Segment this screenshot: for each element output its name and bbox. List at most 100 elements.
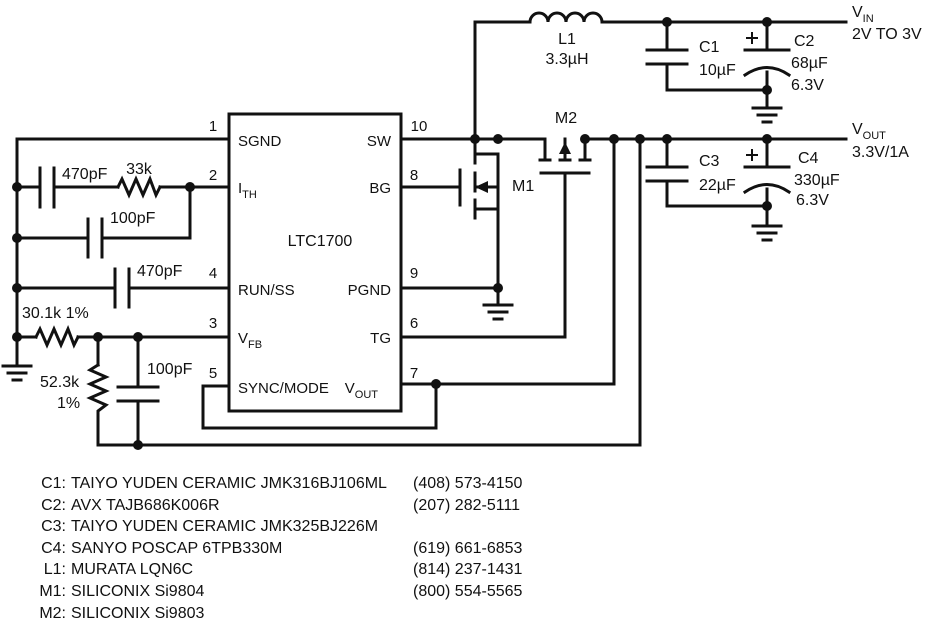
bom-row: M1: SILICONIX Si9804 (800) 554-5565 [34, 581, 522, 603]
bom-phone: (207) 282-5111 [413, 496, 521, 514]
vout-label-sub: OUT [863, 130, 887, 142]
cap-run-470pf [113, 267, 131, 309]
res-ith-33k [115, 175, 163, 199]
junction-dot [470, 134, 480, 144]
cap-run-470pf-value: 470pF [137, 263, 183, 280]
bom-phone: (814) 237-1431 [413, 561, 523, 579]
ground-left [1, 364, 33, 382]
bom-desc: SILICONIX Si9804 [71, 582, 205, 600]
bom-list: C1:TAIYO YUDEN CERAMIC JMK316BJ106ML(408… [34, 473, 522, 624]
inductor-l1-ref: L1 [558, 31, 576, 48]
pin-tg-label: TG [370, 330, 391, 347]
mosfet-m1-ref: M1 [512, 178, 534, 195]
pin-ith-sub: TH [242, 189, 257, 201]
bom-phone: (800) 554-5565 [413, 582, 523, 600]
junction-dot [762, 85, 772, 95]
res-fb-bottom-tol: 1% [57, 395, 80, 412]
mosfet-m2-ref: M2 [555, 110, 577, 127]
res-fb-top [33, 325, 81, 349]
bom-ref: C1: [41, 475, 66, 492]
bom-ref: M1: [39, 582, 66, 600]
junction-dot [133, 332, 143, 342]
junction-dot [609, 134, 619, 144]
cap-fb-100pf [116, 385, 160, 403]
cap-fb-100pf-value: 100pF [147, 361, 193, 378]
vin-label-sub: IN [863, 13, 874, 25]
bom-row: C2: AVX TAJB686K006R (207) 282-5111 [34, 495, 522, 517]
pin-vfb-main: V [238, 330, 248, 347]
res-fb-bottom [86, 362, 110, 417]
junction-dot [93, 332, 103, 342]
pin-7-number: 7 [410, 365, 418, 382]
cap-c4 [742, 149, 792, 195]
pin-2-number: 2 [209, 167, 217, 184]
res-ith-33k-value: 33k [126, 161, 153, 178]
cap-c2-ref: C2 [794, 33, 815, 50]
junction-dot [12, 283, 22, 293]
cap-c4-ref: C4 [798, 150, 819, 167]
junction-dot [762, 201, 772, 211]
bom-desc: TAIYO YUDEN CERAMIC JMK325BJ226M [71, 518, 379, 536]
junction-dot [493, 283, 503, 293]
bom-desc: MURATA LQN6C [71, 561, 194, 579]
pin-10-number: 10 [411, 118, 428, 135]
ground-c2 [751, 106, 783, 124]
cap-ith-100pf-value: 100pF [110, 210, 156, 227]
pin-sw-label: SW [367, 133, 392, 150]
bom-ref: C4: [41, 539, 66, 557]
pin-6-number: 6 [410, 315, 418, 332]
pin-ith-main: I [238, 180, 242, 197]
junction-dot [635, 134, 645, 144]
pin-sync-label: SYNC/MODE [238, 380, 329, 397]
pin-pgnd-label: PGND [348, 282, 392, 299]
junction-dot [662, 17, 672, 27]
cap-c4-rating: 6.3V [796, 192, 829, 209]
bom-ref: C2: [41, 496, 66, 514]
junction-dot [185, 182, 195, 192]
vin-spec: 2V TO 3V [852, 26, 922, 43]
cap-ith-470pf [38, 166, 56, 209]
pin-runss-label: RUN/SS [238, 282, 295, 299]
pin-bg-label: BG [369, 180, 391, 197]
junction-dot [431, 379, 441, 389]
bom-desc: AVX TAJB686K006R [71, 496, 220, 514]
junction-dot [12, 332, 22, 342]
bom-phone: (619) 661-6853 [413, 539, 523, 557]
vin-label-main: V [852, 4, 863, 21]
bom-row: C1:TAIYO YUDEN CERAMIC JMK316BJ106ML(408… [34, 473, 522, 495]
vout-label: VOUT [852, 121, 886, 142]
cap-c2-rating: 6.3V [791, 77, 824, 94]
res-fb-bottom-value: 52.3k [40, 374, 80, 391]
bom-row: C4:SANYO POSCAP 6TPB330M(619) 661-6853 [34, 538, 522, 560]
ic-body [227, 112, 403, 413]
pin-vout-label: VOUT [345, 380, 379, 401]
junction-dot [12, 182, 22, 192]
vout-spec: 3.3V/1A [852, 144, 909, 161]
ground-c4 [751, 224, 783, 242]
bom-ref: L1: [43, 561, 66, 579]
junction-dot [493, 134, 503, 144]
bom-row: M2:SILICONIX Si9803 [34, 603, 522, 625]
res-fb-top-value: 30.1k 1% [22, 305, 89, 322]
cap-c1 [645, 48, 689, 66]
bom-ref: M2: [39, 604, 66, 622]
inductor-l1 [528, 11, 604, 24]
cap-ith-470pf-value: 470pF [62, 166, 108, 183]
vin-label: VIN [852, 4, 874, 25]
pin-5-number: 5 [209, 365, 217, 382]
bom-row: C3: TAIYO YUDEN CERAMIC JMK325BJ226M [34, 516, 522, 538]
pin-sgnd-label: SGND [238, 133, 282, 150]
cap-c2-value: 68µF [791, 55, 828, 72]
pin-vfb-sub: FB [248, 339, 262, 351]
pin-vout-main: V [345, 380, 355, 397]
bom-phone: (408) 573-4150 [413, 475, 523, 492]
bom-ref: C3: [41, 518, 66, 536]
cap-c3-ref: C3 [699, 153, 720, 170]
ic-name: LTC1700 [288, 233, 353, 250]
mosfet-m1 [458, 143, 500, 220]
pin-1-number: 1 [209, 118, 217, 135]
junction-dot [133, 440, 143, 450]
cap-c2 [742, 32, 792, 78]
pin-4-number: 4 [209, 265, 217, 282]
